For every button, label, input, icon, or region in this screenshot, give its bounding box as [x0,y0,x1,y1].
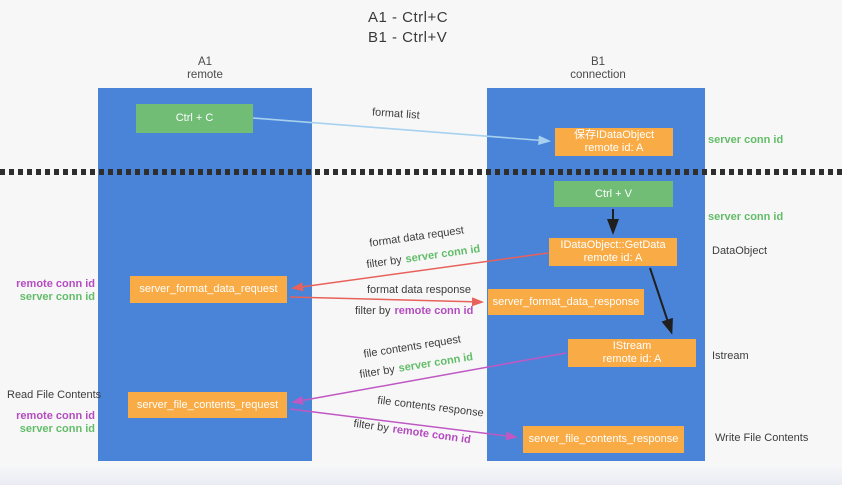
edge-label-format-data-response: format data response [367,284,471,296]
node-server-format-data-response-label: server_format_data_response [492,295,640,308]
node-server-format-data-response: server_format_data_response [488,289,644,315]
write-file-contents-label: Write File Contents [715,432,808,445]
read-file-contents-text: Read File Contents [7,389,102,401]
lane-header-b1: B1 connection [538,56,658,82]
lane-b1-name: B1 [590,56,606,68]
server-conn-id-text: server conn id [708,211,784,223]
title-line-1: A1 - Ctrl+C [368,9,449,26]
node-save-idataobject: 保存IDataObject remote id: A [555,128,673,156]
node-server-file-contents-response: server_file_contents_response [523,426,684,453]
node-ctrl-v: Ctrl + V [554,181,673,207]
node-server-file-contents-request: server_file_contents_request [128,392,287,418]
node-ctrl-c-label: Ctrl + C [175,112,214,124]
filter-by-text: filter by [365,254,403,271]
left-server-conn-id-2: server conn id [20,423,95,436]
format-list-text: format list [371,106,421,122]
filter-by-text: filter by [358,363,396,381]
arrow-format-data-response [289,296,484,307]
left-remote-conn-id-2: remote conn id [16,410,95,423]
server-conn-id-text: server conn id [404,243,481,266]
node-server-file-contents-response-label: server_file_contents_response [528,433,679,445]
node-server-file-contents-request-label: server_file_contents_request [136,398,279,411]
node-save-idataobject-line2: remote id: A [584,142,644,154]
server-conn-id-text: server conn id [708,134,784,146]
node-server-format-data-request-label: server_format_data_request [139,283,278,295]
read-file-contents-label: Read File Contents [7,389,101,402]
node-ctrl-v-label: Ctrl + V [595,187,632,200]
edge-label-format-data-request: format data request [369,224,465,249]
istream-text: Istream [712,350,749,362]
left-server-conn-id-1: server conn id [20,291,95,304]
node-save-idataobject-line1: 保存IDataObject [573,129,655,141]
edge-label-format-list: format list [372,106,420,121]
left-remote-conn-id-1: remote conn id [16,278,95,291]
node-idataobject-getdata-line1: IDataObject::GetData [560,239,666,251]
remote-conn-id-text: remote conn id [394,305,474,317]
dataobject-text: DataObject [712,245,768,257]
diagram-title: A1 - Ctrl+C B1 - Ctrl+V [368,8,448,48]
copy-paste-divider-dotted-line [0,169,842,175]
lane-header-a1: A1 remote [145,56,265,82]
lane-a1-name: A1 [197,56,213,68]
server-conn-id-text: server conn id [397,351,474,375]
node-server-format-data-request: server_format_data_request [130,276,287,303]
node-istream: IStream remote id: A [568,339,696,367]
edge-label-file-contents-response: file contents response [377,395,485,420]
title-line-2: B1 - Ctrl+V [368,29,448,46]
right-server-conn-id-1: server conn id [708,134,783,147]
remote-conn-id-text: remote conn id [16,278,95,290]
write-file-contents-text: Write File Contents [715,432,809,444]
lane-a1-subtitle: remote [187,69,223,81]
node-istream-line2: remote id: A [602,353,662,365]
server-conn-id-text: server conn id [19,291,95,303]
right-server-conn-id-2: server conn id [708,211,783,224]
filter-by-text: filter by [352,417,390,435]
node-idataobject-getdata: IDataObject::GetData remote id: A [549,238,677,266]
remote-conn-id-text: remote conn id [16,410,95,422]
istream-label: Istream [712,350,749,363]
remote-conn-id-text: remote conn id [391,423,472,447]
node-ctrl-c: Ctrl + C [136,104,253,133]
node-istream-line1: IStream [612,340,652,352]
format-data-request-text: format data request [368,224,465,250]
server-conn-id-text: server conn id [19,423,95,435]
lane-b1-subtitle: connection [570,69,626,81]
format-data-response-text: format data response [367,284,471,296]
filter-by-text: filter by [355,305,391,317]
dataobject-label: DataObject [712,245,767,258]
node-idataobject-getdata-line2: remote id: A [583,252,643,264]
file-contents-response-text: file contents response [376,394,485,420]
